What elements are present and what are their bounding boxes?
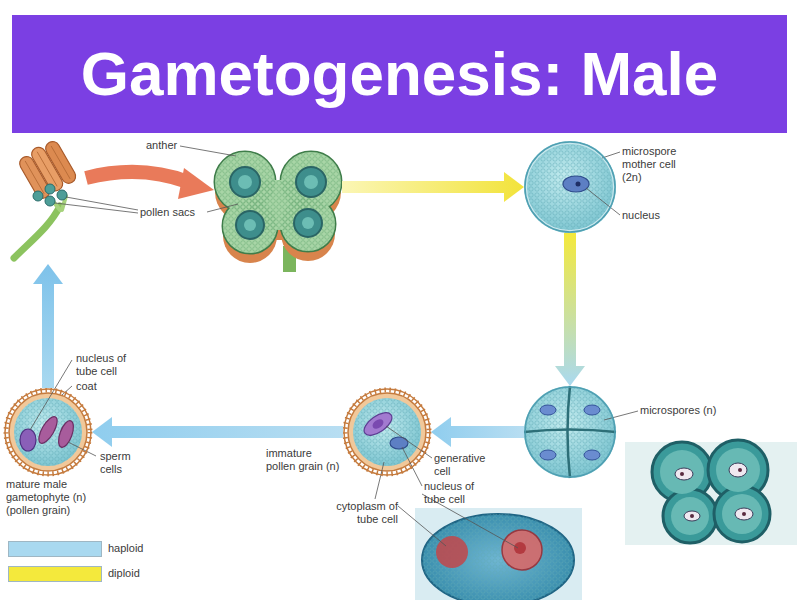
part-label: microspores (n) [640,404,718,417]
mature-pollen-illustration [6,390,90,474]
pollen-micrograph [415,508,582,600]
tetrad-micrograph [625,440,797,545]
part-label: immature pollen grain (n) [266,447,342,473]
part-label: nucleus of tube cell [424,480,484,506]
part-label: mature male gametophyte (n) (pollen grai… [6,478,98,517]
part-label: microspore mother cell (2n) [622,145,694,184]
cycle-arrow [92,417,343,447]
cell-outline [343,388,431,476]
arrow-shaft [342,181,505,193]
part-label: generative cell [434,452,496,478]
part-label: sperm cells [100,450,144,476]
cycle-arrow [555,233,585,386]
part-label: cytoplasm of tube cell [330,500,398,526]
filament [14,206,60,258]
magnify-arrow [86,168,214,199]
pollen-sac [33,191,43,201]
cell-outline [4,388,92,476]
mother-cell: microspore mother cell (2n)nucleus [524,141,616,233]
part-label: anther [146,139,196,152]
anther-cross-section [215,152,341,272]
part-label: coat [76,380,116,393]
title-text: Gametogenesis: Male [12,15,787,133]
arrow-shaft [564,233,576,367]
arrow-shaft [111,426,343,438]
part-label: nucleus [622,209,682,222]
cycle-arrow [431,417,524,447]
title-banner: Gametogenesis: Male [12,15,787,133]
legend-text: diploid [108,567,140,580]
legend-swatch [8,566,102,582]
cycle-arrow [342,172,524,202]
part-label: nucleus of tube cell [76,352,138,378]
mature-pollen-grain: nucleus of tube cellcoatsperm cellsmatur… [4,388,92,476]
cell-outline-circle [525,142,615,232]
cell-outline-circle [525,387,615,477]
immature-pollen-grain: immature pollen grain (n)generative cell… [343,388,431,476]
anther-group: anther pollen sacs [6,142,342,264]
pollen-sac [57,190,67,200]
arrow-shaft [42,283,54,388]
cycle-arrow [33,264,63,388]
cell-outline [524,386,616,478]
arrow-head [33,264,63,284]
cell-outline-circle [5,389,91,475]
microspore-tetrad: microspores (n) [524,386,616,478]
part-label: pollen sacs [140,206,212,219]
legend-text: haploid [108,542,143,555]
cell-outline [524,141,616,233]
arrow-head [431,417,451,447]
tetrad-illustration [524,386,616,478]
leader-lines [30,146,638,548]
anther-lobes [16,137,78,201]
pollen-sac [45,184,55,194]
legend-swatch [8,541,102,557]
arrow-shaft [450,426,524,438]
pollen-sac [45,196,55,206]
immature-pollen-illustration [345,390,429,474]
cell-outline-circle [344,389,430,475]
mother-cell-illustration [524,141,616,233]
arrow-head [92,417,112,447]
arrow-head [555,366,585,386]
arrow-head [504,172,524,202]
